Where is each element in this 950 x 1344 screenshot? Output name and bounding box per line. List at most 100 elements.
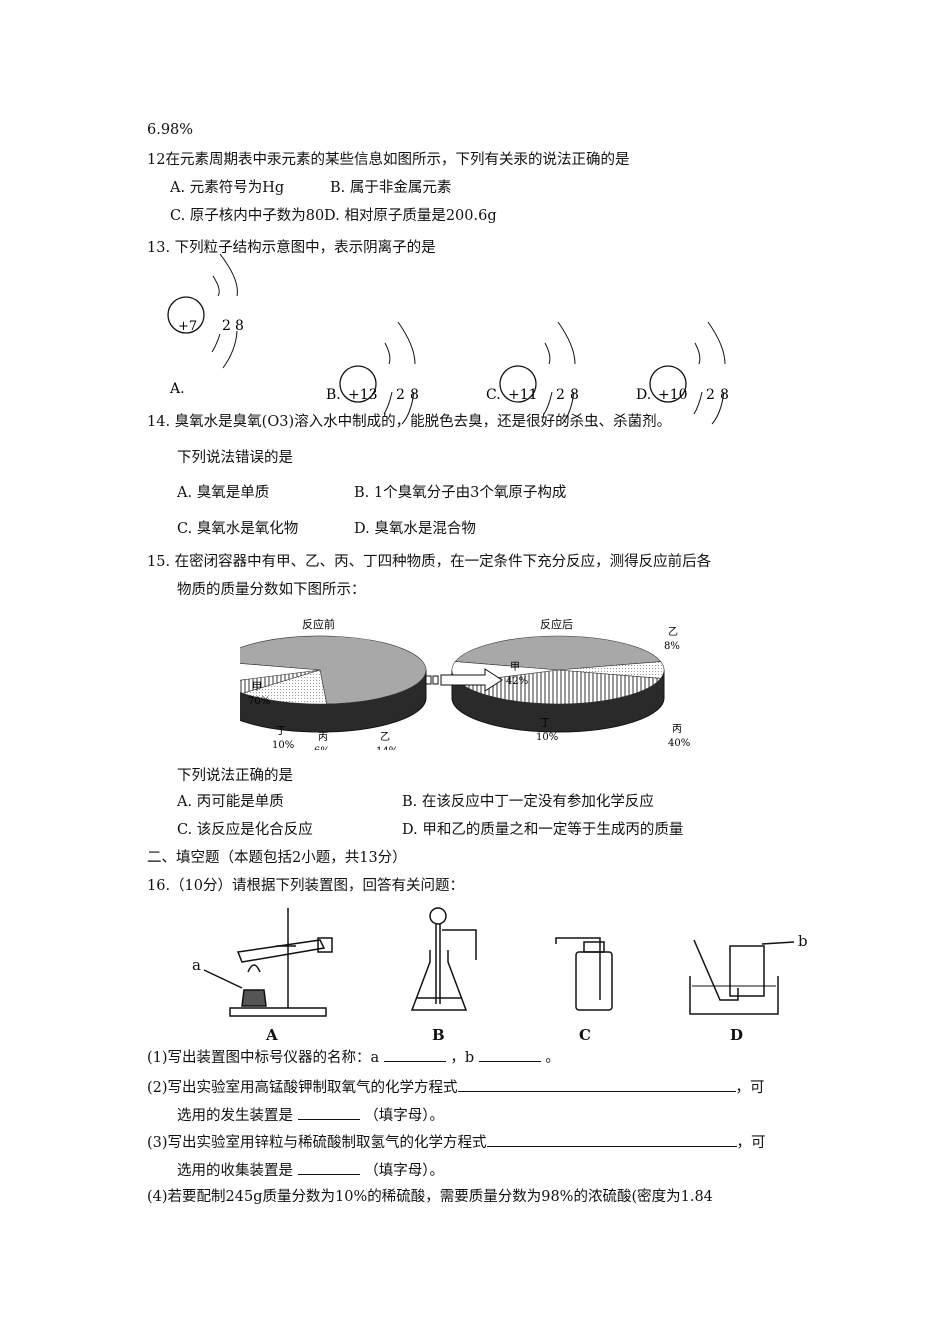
pie-category-label: 乙 (380, 731, 390, 743)
pie-category-label: 甲 (510, 662, 520, 673)
apparatus-c: C (555, 937, 613, 1044)
q16-p2-end: ，可 (735, 1080, 765, 1096)
option-label: A. (169, 381, 185, 397)
marker-a: a (192, 956, 201, 974)
pie-percent-label: 40% (668, 738, 690, 749)
marker-b: b (798, 932, 808, 950)
nucleus-charge: +7 (178, 319, 197, 334)
nucleus-charge: +13 (348, 387, 378, 403)
pie-percent-label: 10% (536, 732, 558, 743)
previous-answer: 6.98% (147, 122, 194, 138)
q14-option-c: C. 臭氧水是氧化物 (177, 521, 299, 537)
pie-percent-label: 10% (272, 740, 294, 750)
apparatus-label: C (579, 1026, 591, 1044)
q13-stem: 13. 下列粒子结构示意图中，表示阴离子的是 (147, 240, 436, 256)
q16-part-2: (2)写出实验室用高锰酸钾制取氧气的化学方程式 ，可 (147, 1077, 765, 1098)
q16-p3b-text: 选用的收集装置是 (177, 1163, 293, 1179)
shell-2-electrons: 8 (235, 318, 244, 334)
answer-blank-generator[interactable] (297, 1105, 360, 1120)
pie-percent-label: 42% (506, 676, 528, 687)
apparatus-label: A (265, 1026, 278, 1044)
pie-category-label: 丁 (276, 726, 286, 737)
nucleus-charge: +11 (508, 387, 538, 403)
pie-percent-label: 14% (376, 746, 398, 750)
shell-1-electrons: 2 (222, 318, 231, 334)
q16-p2b-end: （填字母）。 (364, 1108, 444, 1124)
q16-p3-end: ，可 (736, 1135, 766, 1151)
q12-stem: 12在元素周期表中汞元素的某些信息如图所示，下列有关汞的说法正确的是 (147, 152, 630, 168)
pie-title: 反应前 (302, 617, 335, 631)
answer-blank-equation-o2[interactable] (457, 1077, 736, 1092)
q12-option-c: C. 原子核内中子数为80 (170, 208, 325, 224)
option-label: B. (326, 387, 341, 403)
answer-blank-equation-h2[interactable] (486, 1132, 737, 1147)
answer-blank-b[interactable] (478, 1047, 541, 1062)
q12-option-d: D. 相对原子质量是200.6g (324, 208, 497, 224)
q15-stem-1: 15. 在密闭容器中有甲、乙、丙、丁四种物质，在一定条件下充分反应，测得反应前后… (147, 554, 712, 570)
q16-part-2b: 选用的发生装置是 （填字母）。 (177, 1105, 444, 1126)
q15-option-a: A. 丙可能是单质 (177, 794, 284, 810)
shell-2-electrons: 8 (570, 387, 579, 403)
atom-structure-diagrams: +7 2 8 A. (167, 253, 244, 397)
shell-1-electrons: 2 (396, 387, 405, 403)
answer-blank-a[interactable] (383, 1047, 446, 1062)
q16-p3-text: (3)写出实验室用锌粒与稀硫酸制取氢气的化学方程式 (147, 1135, 487, 1151)
pie-category-label: 甲 (252, 682, 262, 693)
q15-option-b: B. 在该反应中丁一定没有参加化学反应 (402, 794, 654, 810)
q12-option-b: B. 属于非金属元素 (330, 180, 452, 196)
q16-p1-text: (1)写出装置图中标号仪器的名称：a (147, 1050, 380, 1066)
section-2-heading: 二、填空题（本题包括2小题，共13分） (147, 850, 407, 866)
q16-stem: 16.（10分）请根据下列装置图，回答有关问题： (147, 878, 465, 894)
pie-slice-乙 (241, 669, 328, 705)
q16-part-1: (1)写出装置图中标号仪器的名称：a ，b 。 (147, 1047, 560, 1068)
apparatus-d: b D (689, 932, 808, 1044)
q16-p3b-end: （填字母）。 (364, 1163, 444, 1179)
q16-part-3b: 选用的收集装置是 （填字母）。 (177, 1160, 444, 1181)
q12-option-a: A. 元素符号为Hg (170, 180, 285, 196)
pie-slice-甲 (454, 635, 662, 671)
q16-p1-mid: ，b (450, 1050, 475, 1066)
apparatus-label: D (730, 1026, 743, 1044)
shell-2-electrons: 8 (410, 387, 419, 403)
pie-slice-丙 (458, 669, 662, 705)
q14-option-a: A. 臭氧是单质 (177, 485, 270, 501)
shell-2-electrons: 8 (720, 387, 729, 403)
pie-category-label: 丙 (318, 732, 328, 743)
q14-option-d: D. 臭氧水是混合物 (354, 521, 476, 537)
q16-part-3: (3)写出实验室用锌粒与稀硫酸制取氢气的化学方程式 ，可 (147, 1132, 766, 1153)
pie-slice-丁 (240, 663, 321, 681)
q16-p2b-text: 选用的发生装置是 (177, 1108, 293, 1124)
pie-category-label: 乙 (668, 626, 678, 638)
pie-slice-丙 (240, 669, 321, 694)
atom-a: +7 2 8 A. (167, 253, 244, 397)
q15-option-c: C. 该反应是化合反应 (177, 822, 313, 838)
option-label: C. (486, 387, 501, 403)
q14-option-b: B. 1个臭氧分子由3个氧原子构成 (354, 485, 567, 501)
pie-category-label: 丙 (672, 724, 682, 735)
lab-apparatus-figure: a A B C b D (192, 907, 808, 1044)
pie-percent-label: 6% (314, 746, 330, 750)
option-label: D. (636, 387, 651, 403)
pie-title: 反应后 (540, 617, 573, 631)
q16-part-4: (4)若要配制245g质量分数为10%的稀硫酸，需要质量分数为98%的浓硫酸(密… (147, 1189, 713, 1205)
q14-stem: 14. 臭氧水是臭氧(O3)溶入水中制成的，能脱色去臭，还是很好的杀虫、杀菌剂。 (147, 414, 672, 430)
pie-percent-label: 70% (248, 696, 270, 707)
q16-p1-end: 。 (545, 1050, 560, 1066)
pie-percent-label: 8% (664, 641, 680, 652)
q15-stem-2: 物质的质量分数如下图所示： (177, 582, 366, 598)
q16-p2-text: (2)写出实验室用高锰酸钾制取氧气的化学方程式 (147, 1080, 458, 1096)
nucleus-charge: +10 (658, 387, 688, 403)
shell-1-electrons: 2 (556, 387, 565, 403)
pie-slice-甲 (240, 635, 427, 705)
q15-option-d: D. 甲和乙的质量之和一定等于生成丙的质量 (402, 822, 684, 838)
q14-sub: 下列说法错误的是 (177, 450, 293, 466)
answer-blank-collector[interactable] (297, 1160, 360, 1175)
apparatus-a: a A (192, 908, 333, 1044)
